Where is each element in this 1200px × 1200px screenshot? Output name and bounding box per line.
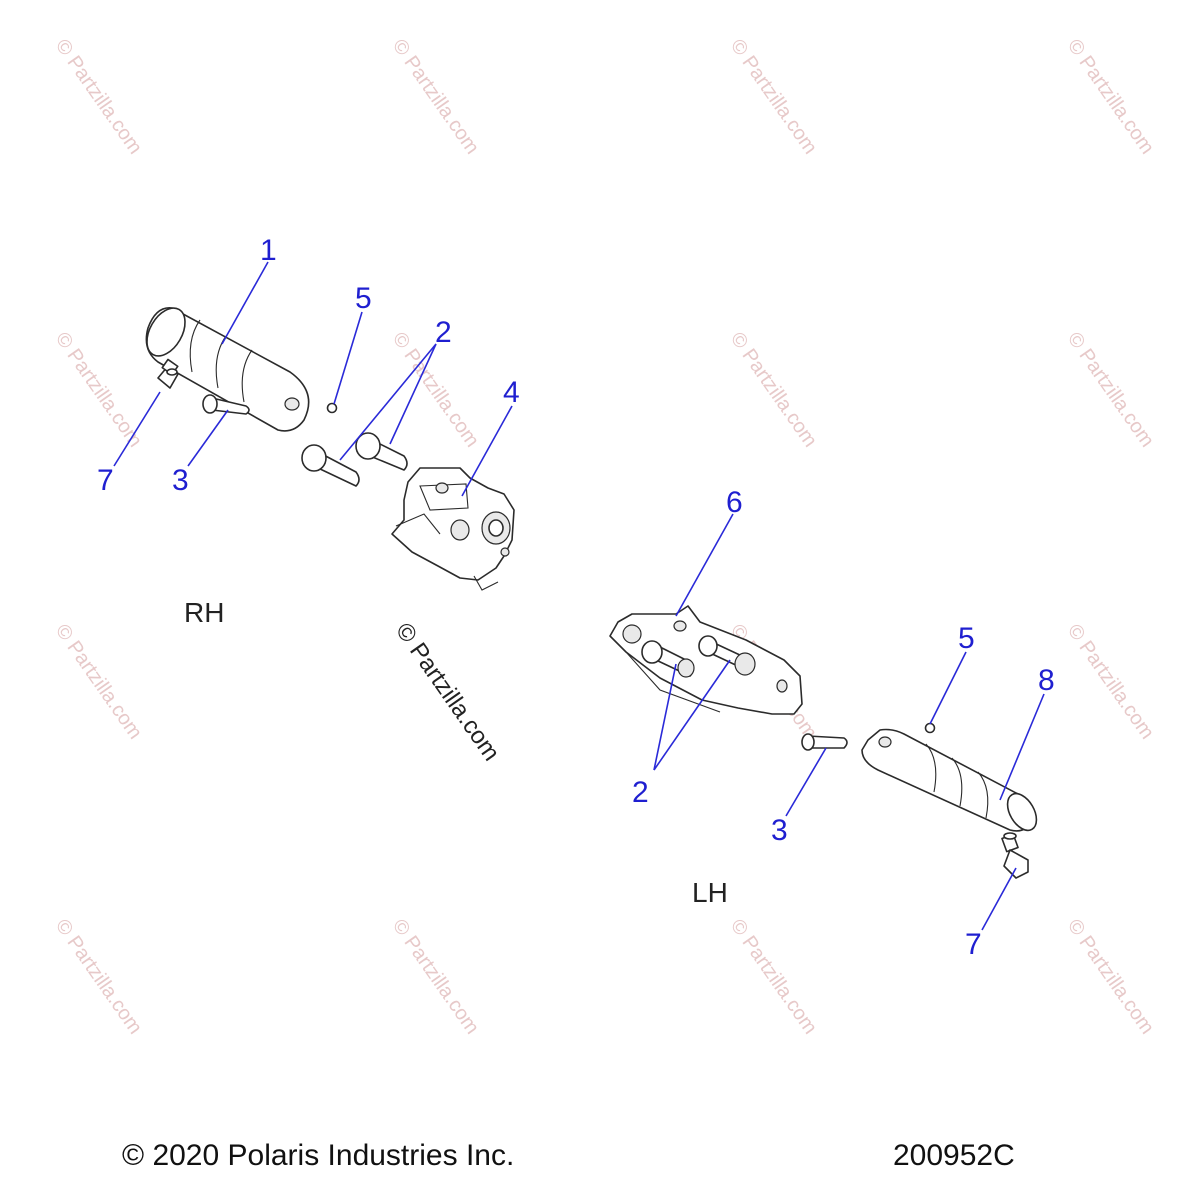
callout-lh-7: 7 xyxy=(965,928,982,961)
rh-pin xyxy=(202,394,250,415)
drawing-number: 200952C xyxy=(893,1139,1015,1172)
lh-bracket xyxy=(609,605,803,715)
callout-rh-2: 2 xyxy=(435,316,452,349)
lh-footpeg xyxy=(861,728,1038,832)
watermark: © Partzilla.com xyxy=(726,915,821,1038)
callout-lh-8: 8 xyxy=(1038,664,1055,697)
callout-rh-5: 5 xyxy=(355,282,372,315)
callout-lh-5: 5 xyxy=(958,622,975,655)
watermark: © Partzilla.com xyxy=(51,915,146,1038)
rh-footpeg xyxy=(145,307,310,432)
rh-o-ring xyxy=(326,402,338,414)
watermark: © Partzilla.com xyxy=(388,35,483,158)
rh-assembly xyxy=(145,307,515,591)
callouts: 1 5 2 4 7 3 6 5 8 2 3 7 xyxy=(97,234,1055,961)
watermark: © Partzilla.com xyxy=(1063,35,1158,158)
watermark: © Partzilla.com xyxy=(51,328,146,451)
watermark-grid: © Partzilla.com © Partzilla.com © Partzi… xyxy=(51,35,1158,1038)
lh-pin xyxy=(801,733,848,751)
callout-lh-6: 6 xyxy=(726,486,743,519)
callout-lh-2: 2 xyxy=(632,776,649,809)
rh-bolt xyxy=(355,432,408,471)
callout-rh-1: 1 xyxy=(260,234,277,267)
lh-assembly xyxy=(609,605,1038,879)
watermark: © Partzilla.com xyxy=(1063,915,1158,1038)
rh-label: RH xyxy=(184,597,224,628)
callout-lh-3: 3 xyxy=(771,814,788,847)
rh-bolt xyxy=(301,444,360,487)
copyright-notice: © 2020 Polaris Industries Inc. xyxy=(122,1139,514,1172)
lh-label: LH xyxy=(692,877,728,908)
callout-rh-7: 7 xyxy=(97,464,114,497)
leader-lines xyxy=(113,261,1045,931)
lh-o-ring xyxy=(924,722,936,734)
callout-rh-3: 3 xyxy=(172,464,189,497)
watermark: © Partzilla.com xyxy=(726,35,821,158)
watermark: © Partzilla.com xyxy=(1063,328,1158,451)
watermark: © Partzilla.com xyxy=(726,328,821,451)
rh-grease-fitting xyxy=(157,358,179,389)
watermark: © Partzilla.com xyxy=(51,620,146,743)
callout-rh-4: 4 xyxy=(503,376,520,409)
rh-bracket xyxy=(391,467,515,591)
lh-grease-fitting xyxy=(1001,832,1029,879)
watermark: © Partzilla.com xyxy=(1063,620,1158,743)
watermark: © Partzilla.com xyxy=(51,35,146,158)
center-watermark: © Partzilla.com xyxy=(390,618,505,766)
watermark: © Partzilla.com xyxy=(388,915,483,1038)
